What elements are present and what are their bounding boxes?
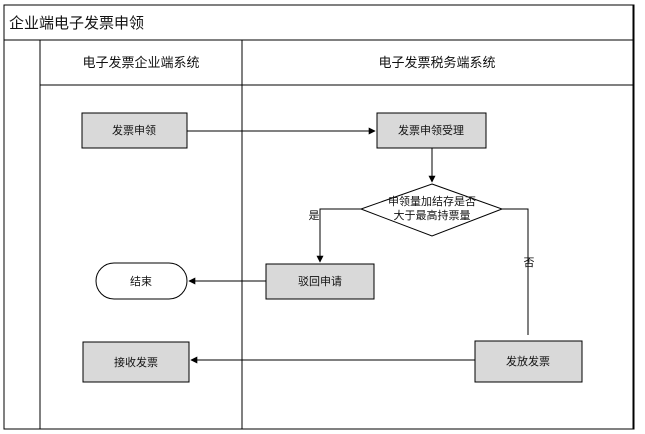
node-receive-label: 接收发票 xyxy=(114,355,158,369)
node-issue-label: 发放发票 xyxy=(506,354,550,368)
node-apply: 发票申领 xyxy=(81,112,188,149)
node-end-label: 结束 xyxy=(130,275,152,288)
edge-check-yes-to-reject xyxy=(316,208,361,263)
lane-header-tax: 电子发票税务端系统 xyxy=(378,55,495,71)
lane-header-enterprise: 电子发票企业端系统 xyxy=(82,55,199,71)
node-apply-label: 发票申领 xyxy=(112,123,156,137)
node-issue: 发放发票 xyxy=(474,340,583,383)
node-end: 结束 xyxy=(95,262,188,300)
node-check-label-line1: 申领量加结存是否 xyxy=(388,194,476,208)
diagram-title: 企业端电子发票申领 xyxy=(9,14,144,32)
node-accept-label: 发票申领受理 xyxy=(398,123,464,137)
node-accept: 发票申领受理 xyxy=(376,112,487,149)
node-check-decision: 申领量加结存是否 大于最高持票量 xyxy=(359,183,504,237)
node-reject: 驳回申请 xyxy=(265,263,375,300)
node-reject-label: 驳回申请 xyxy=(298,275,342,288)
edge-label-yes: 是 xyxy=(309,209,320,222)
node-check-label-line2: 大于最高持票量 xyxy=(394,208,471,222)
diagram-frame xyxy=(3,4,635,430)
edge-label-no: 否 xyxy=(524,256,535,269)
node-receive: 接收发票 xyxy=(82,341,190,383)
edge-check-no-to-issue xyxy=(502,208,529,335)
